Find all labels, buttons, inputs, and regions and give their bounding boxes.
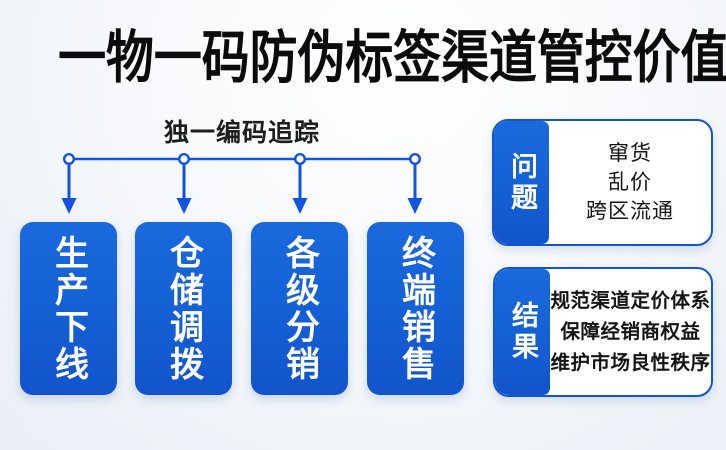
result-tab-label: 结果 bbox=[508, 301, 538, 363]
stage-card-production: 生产下线 bbox=[20, 222, 117, 395]
result-item: 维护市场良性秩序 bbox=[550, 351, 711, 374]
junction-dot bbox=[409, 152, 422, 166]
page-title: 一物一码防伪标签渠道管控价值 bbox=[58, 26, 726, 90]
stage-card-warehouse: 仓储调拨 bbox=[135, 222, 232, 395]
problem-card: 问题 窜货 乱价 跨区流通 bbox=[492, 119, 713, 246]
stage-label: 仓储调拨 bbox=[164, 234, 203, 383]
result-card: 结果 规范渠道定价体系 保障经销商权益 维护市场良性秩序 bbox=[493, 267, 713, 397]
problem-tab: 问题 bbox=[494, 121, 549, 244]
stage-label: 生产下线 bbox=[49, 234, 88, 383]
tracking-label: 独一编码追踪 bbox=[163, 119, 320, 147]
problem-item: 窜货 bbox=[608, 142, 652, 165]
stage-label: 各级分销 bbox=[280, 234, 319, 383]
arrow-down-icon bbox=[176, 198, 192, 214]
problem-list: 窜货 乱价 跨区流通 bbox=[549, 121, 711, 244]
result-item: 规范渠道定价体系 bbox=[550, 289, 711, 312]
result-tab: 结果 bbox=[495, 269, 550, 395]
arrow-down-icon bbox=[61, 198, 77, 214]
junction-dot bbox=[177, 152, 190, 166]
problem-item: 乱价 bbox=[608, 171, 652, 194]
junction-dot bbox=[294, 152, 307, 166]
stage-card-retail: 终端销售 bbox=[367, 222, 464, 395]
arrow-down-icon bbox=[407, 198, 423, 214]
problem-tab-label: 问题 bbox=[507, 151, 537, 214]
stage-label: 终端销售 bbox=[396, 234, 435, 383]
result-item: 保障经销商权益 bbox=[560, 320, 701, 343]
stage-card-distribution: 各级分销 bbox=[251, 222, 348, 395]
arrow-down-icon bbox=[292, 198, 308, 214]
result-list: 规范渠道定价体系 保障经销商权益 维护市场良性秩序 bbox=[550, 269, 711, 395]
junction-dot bbox=[62, 152, 75, 166]
connector-tree bbox=[61, 152, 423, 214]
problem-item: 跨区流通 bbox=[586, 200, 674, 223]
